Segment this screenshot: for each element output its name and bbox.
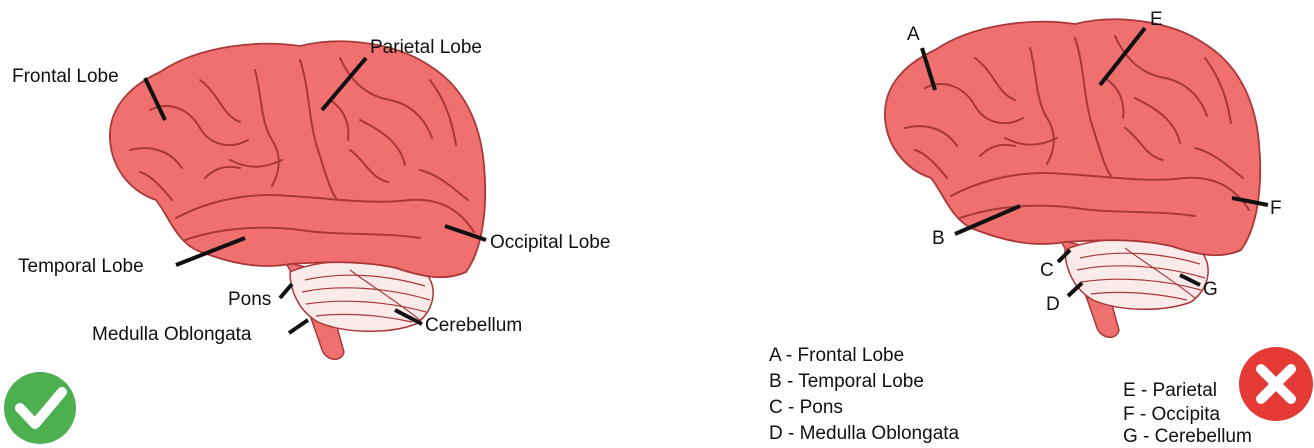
- legend-item-b: B - Temporal Lobe: [769, 371, 924, 393]
- label-parietal-lobe: Parietal Lobe: [370, 37, 482, 58]
- letter-c: C: [1040, 260, 1054, 281]
- legend-item-c: C - Pons: [769, 397, 843, 419]
- brain-illustration-left: [110, 41, 485, 359]
- check-icon: [4, 372, 76, 444]
- label-temporal-lobe: Temporal Lobe: [18, 256, 144, 277]
- label-medulla-oblongata: Medulla Oblongata: [92, 324, 252, 345]
- label-frontal-lobe: Frontal Lobe: [12, 66, 119, 87]
- cross-icon: [1236, 344, 1314, 424]
- label-occipital-lobe: Occipital Lobe: [490, 232, 610, 253]
- letter-f: F: [1270, 198, 1282, 219]
- letter-b: B: [932, 228, 945, 249]
- letter-e: E: [1150, 9, 1163, 30]
- label-cerebellum: Cerebellum: [425, 315, 522, 336]
- legend-item-e: E - Parietal: [1123, 380, 1217, 402]
- letter-d: D: [1046, 294, 1060, 315]
- letter-g: G: [1203, 279, 1218, 300]
- legend-item-f: F - Occipita: [1123, 404, 1220, 426]
- legend-item-a: A - Frontal Lobe: [769, 345, 904, 367]
- legend-item-d: D - Medulla Oblongata: [769, 423, 959, 445]
- legend-item-g: G - Cerebellum: [1123, 426, 1252, 448]
- label-pons: Pons: [228, 289, 271, 310]
- letter-a: A: [907, 24, 920, 45]
